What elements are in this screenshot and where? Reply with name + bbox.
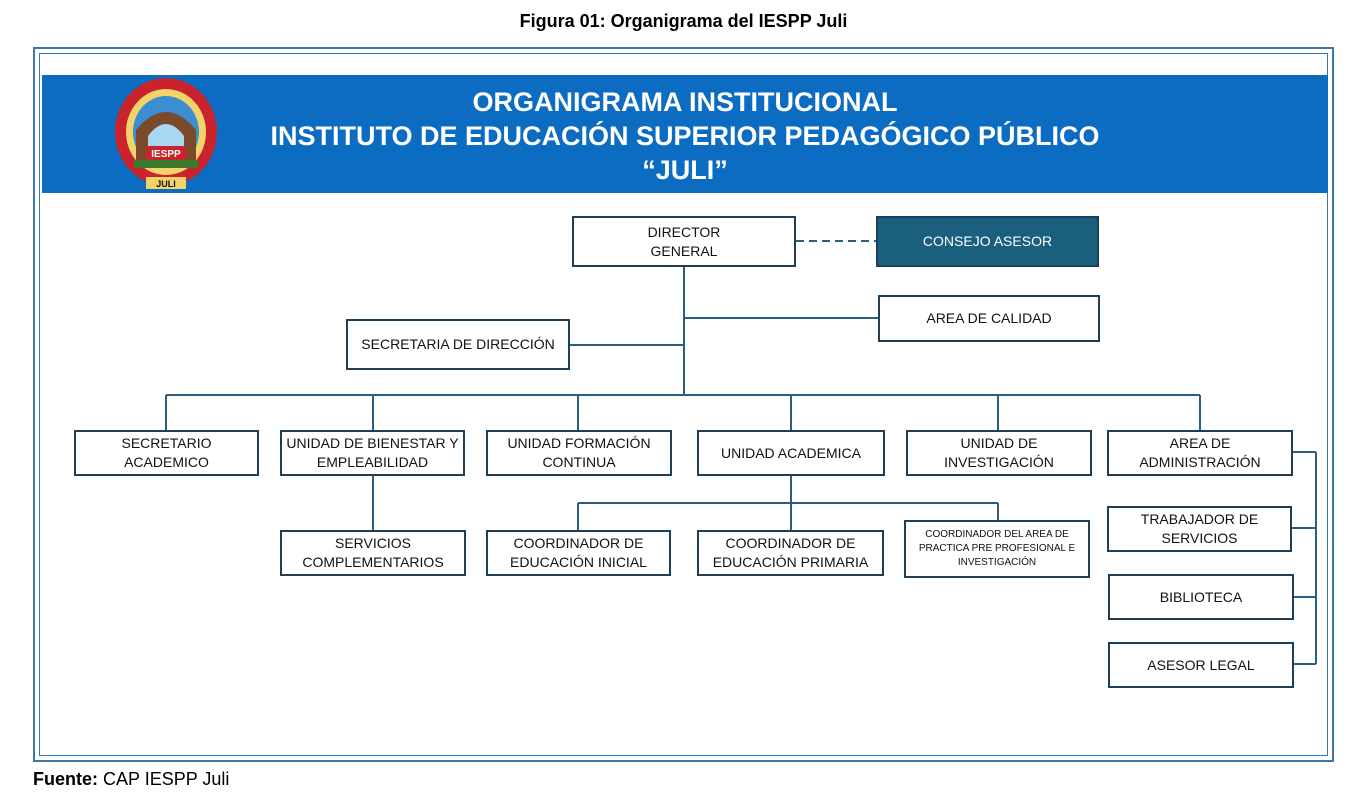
source-caption: Fuente: CAP IESPP Juli (33, 769, 229, 790)
node-coord-practica: COORDINADOR DEL AREA DE PRACTICA PRE PRO… (904, 520, 1090, 578)
node-coord-inicial: COORDINADOR DE EDUCACIÓN INICIAL (486, 530, 671, 576)
diagram-frame-inner (39, 53, 1328, 756)
node-coord-primaria: COORDINADOR DE EDUCACIÓN PRIMARIA (697, 530, 884, 576)
title-banner (42, 75, 1328, 193)
banner-title-line1: ORGANIGRAMA INSTITUCIONAL (472, 87, 898, 117)
node-area-calidad: AREA DE CALIDAD (878, 295, 1100, 342)
node-unidad-academica: UNIDAD ACADEMICA (697, 430, 885, 476)
node-secretario-academico: SECRETARIO ACADEMICO (74, 430, 259, 476)
node-director-general: DIRECTOR GENERAL (572, 216, 796, 267)
svg-text:JULI: JULI (156, 179, 176, 189)
node-servicios-complementarios: SERVICIOS COMPLEMENTARIOS (280, 530, 466, 576)
iespp-seal-logo: IESPP JULI (115, 78, 217, 189)
node-unidad-bienestar: UNIDAD DE BIENESTAR Y EMPLEABILIDAD (280, 430, 465, 476)
banner-title-line3: “JULI” (642, 155, 728, 185)
node-biblioteca: BIBLIOTECA (1108, 574, 1294, 620)
node-trabajador-servicios: TRABAJADOR DE SERVICIOS (1107, 506, 1292, 552)
node-secretaria-direccion: SECRETARIA DE DIRECCIÓN (346, 319, 570, 370)
node-asesor-legal: ASESOR LEGAL (1108, 642, 1294, 688)
figure-title: Figura 01: Organigrama del IESPP Juli (519, 11, 848, 31)
node-unidad-investigacion: UNIDAD DE INVESTIGACIÓN (906, 430, 1092, 476)
node-area-administracion: AREA DE ADMINISTRACIÓN (1107, 430, 1293, 476)
source-text: CAP IESPP Juli (103, 769, 230, 789)
diagram-frame-outer (33, 47, 1334, 762)
node-unidad-formacion: UNIDAD FORMACIÓN CONTINUA (486, 430, 672, 476)
source-label: Fuente: (33, 769, 98, 789)
node-consejo-asesor: CONSEJO ASESOR (876, 216, 1099, 267)
banner-title-line2: INSTITUTO DE EDUCACIÓN SUPERIOR PEDAGÓGI… (270, 121, 1100, 151)
svg-text:IESPP: IESPP (151, 149, 181, 160)
